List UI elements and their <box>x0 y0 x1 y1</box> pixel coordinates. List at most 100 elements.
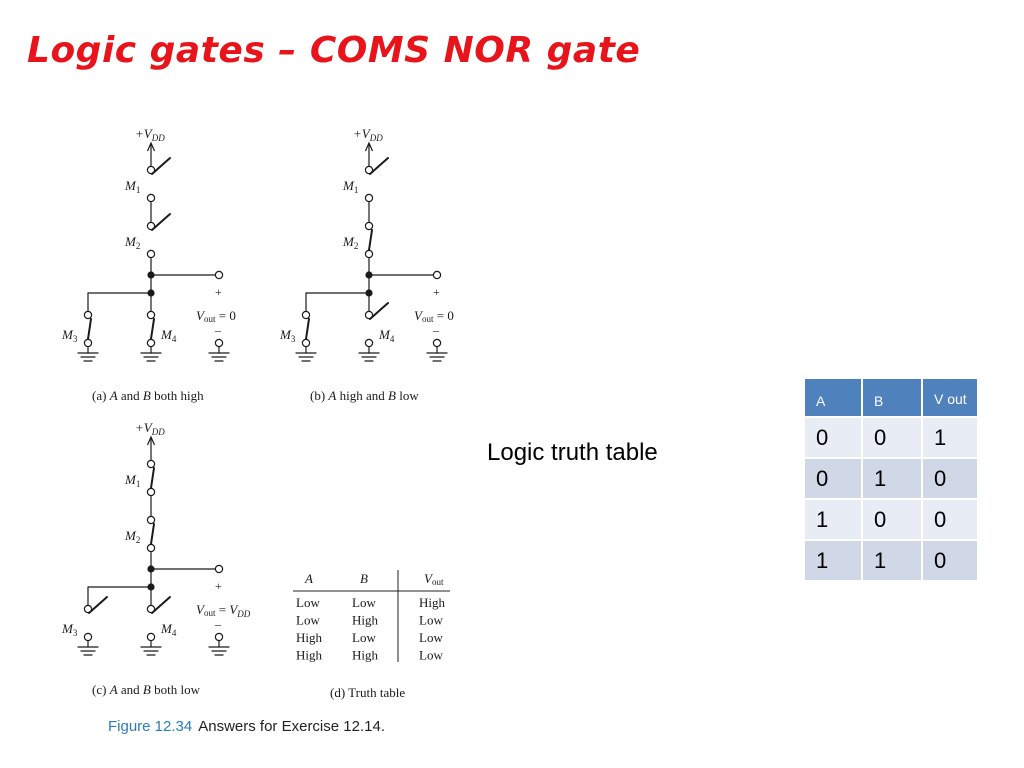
table-cell: 0 <box>803 457 863 500</box>
inner-table-cell: High <box>296 648 323 663</box>
inner-table-cell: Low <box>419 648 443 663</box>
switch-blade <box>151 213 171 231</box>
figure-caption-number: Figure 12.34 <box>108 718 192 735</box>
terminal <box>364 193 374 203</box>
switch-blade <box>87 318 92 340</box>
transistor-label: M4 <box>378 327 395 344</box>
inner-table-cell: Low <box>352 630 376 645</box>
ground-icon <box>426 346 448 362</box>
minus-sign: – <box>214 617 222 631</box>
figure-caption-text: Answers for Exercise 12.14. <box>198 718 385 735</box>
terminal <box>83 338 93 348</box>
table-cell: 0 <box>803 416 863 459</box>
switch-blade <box>305 318 310 340</box>
terminal <box>214 338 224 348</box>
terminal <box>146 221 156 231</box>
terminal <box>146 310 156 320</box>
inner-table-cell: Low <box>352 595 376 610</box>
terminal <box>83 632 93 642</box>
transistor-label: M1 <box>342 178 358 195</box>
terminal <box>146 487 156 497</box>
transistor-label: M2 <box>124 234 140 251</box>
inner-table-cell: High <box>296 630 323 645</box>
ground-icon <box>77 346 99 362</box>
transistor-label: M2 <box>342 234 358 251</box>
inner-th-b: B <box>360 571 368 586</box>
minus-sign: – <box>214 323 222 337</box>
vdd-label: +VDD <box>353 126 383 143</box>
terminal <box>301 310 311 320</box>
ground-icon <box>295 346 317 362</box>
logic-truth-table-label: Logic truth table <box>487 439 658 466</box>
table-cell: 0 <box>861 416 923 459</box>
arrow-icon <box>364 141 374 152</box>
terminal <box>432 270 442 280</box>
terminal <box>146 338 156 348</box>
vdd-label: +VDD <box>135 420 165 437</box>
plus-sign: + <box>433 285 440 299</box>
switch-blade <box>369 302 389 320</box>
table-cell: 1 <box>803 498 863 541</box>
transistor-label: M3 <box>279 327 296 344</box>
terminal <box>146 632 156 642</box>
terminal <box>146 249 156 259</box>
transistor-label: M3 <box>61 621 78 638</box>
terminal <box>364 221 374 231</box>
switch-blade <box>88 596 108 614</box>
transistor-label: M4 <box>160 327 177 344</box>
switch-blade <box>150 523 155 545</box>
truth-table-header-row: A B V out <box>803 377 979 418</box>
ground-icon <box>140 640 162 656</box>
table-cell: 1 <box>861 539 923 582</box>
transistor-label: M3 <box>61 327 78 344</box>
terminal <box>214 564 224 574</box>
terminal <box>146 165 156 175</box>
transistor-label: M1 <box>124 472 140 489</box>
ground-icon <box>208 640 230 656</box>
vout-label: Vout = 0 <box>196 308 236 324</box>
plus-sign: + <box>215 285 222 299</box>
table-row: 1 1 0 <box>803 539 979 582</box>
terminal <box>146 193 156 203</box>
table-row: 0 0 1 <box>803 416 979 459</box>
panel-caption-a: (a) A and B both high <box>92 388 204 403</box>
terminal <box>146 543 156 553</box>
table-row: 1 0 0 <box>803 498 979 541</box>
figure-caption: Figure 12.34 Answers for Exercise 12.14. <box>108 718 385 735</box>
switch-blade <box>151 596 171 614</box>
minus-sign: – <box>432 323 440 337</box>
terminal <box>83 604 93 614</box>
terminal <box>364 338 374 348</box>
ground-icon <box>140 346 162 362</box>
switch-blade <box>368 229 373 251</box>
arrow-icon <box>146 435 156 446</box>
vdd-label: +VDD <box>135 126 165 143</box>
terminal <box>146 515 156 525</box>
inner-th-vout: Vout <box>424 571 444 587</box>
ground-icon <box>208 346 230 362</box>
terminal <box>364 310 374 320</box>
transistor-label: M4 <box>160 621 177 638</box>
switch-blade <box>151 157 171 175</box>
terminal <box>364 249 374 259</box>
transistor-label: M2 <box>124 528 140 545</box>
table-row: 0 1 0 <box>803 457 979 500</box>
inner-th-a: A <box>304 571 313 586</box>
truth-table-header-a: A <box>803 377 863 418</box>
terminal <box>146 459 156 469</box>
terminal <box>83 310 93 320</box>
vout-label: Vout = 0 <box>414 308 454 324</box>
truth-table-header-b: B <box>861 377 923 418</box>
terminal <box>364 165 374 175</box>
inner-table-cell: Low <box>419 630 443 645</box>
table-cell: 0 <box>921 498 979 541</box>
transistor-label: M1 <box>124 178 140 195</box>
ground-icon <box>77 640 99 656</box>
table-cell: 0 <box>861 498 923 541</box>
